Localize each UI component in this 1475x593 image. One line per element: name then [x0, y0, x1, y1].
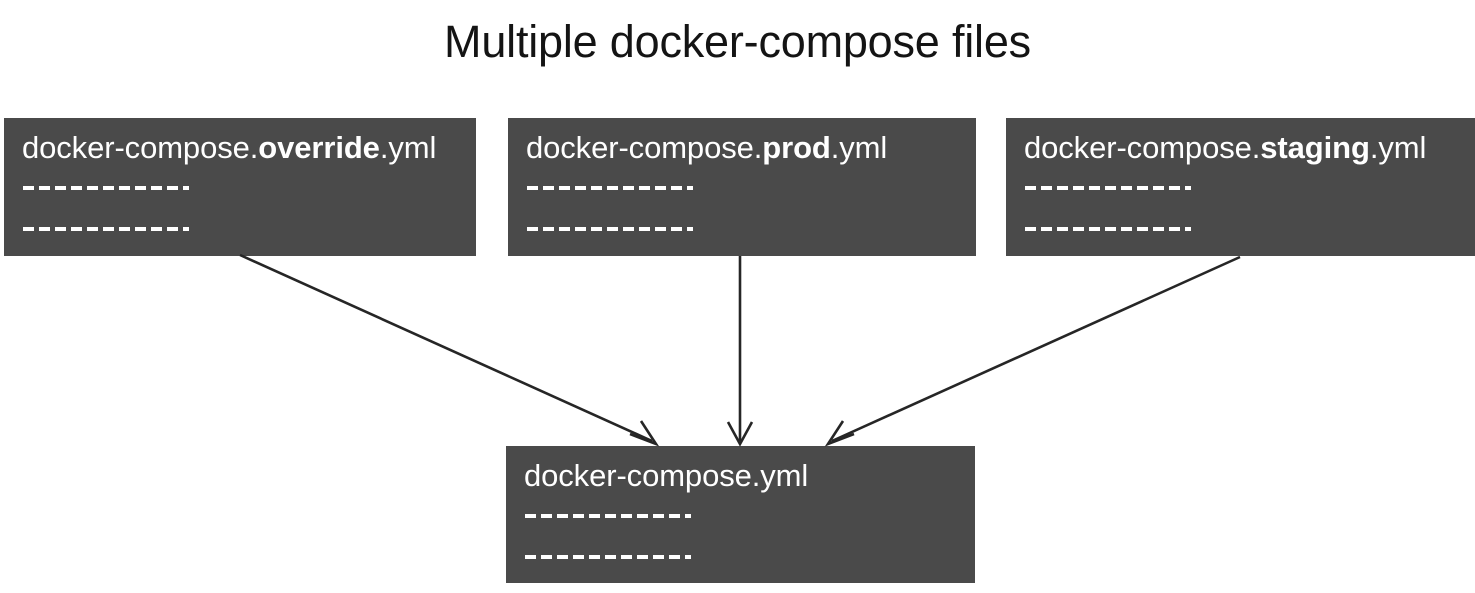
- filename-prefix: docker-compose.yml: [524, 458, 809, 493]
- file-card-override[interactable]: docker-compose.override.yml: [4, 118, 476, 256]
- filename-emphasis: override: [258, 130, 380, 165]
- file-card-staging[interactable]: docker-compose.staging.yml: [1006, 118, 1475, 256]
- file-card-staging-dash-line-2: [1025, 227, 1191, 231]
- file-card-base-dash-line-2: [525, 555, 691, 559]
- arrow-override-to-base: [239, 253, 660, 447]
- file-card-base-dash-line-1: [525, 514, 691, 518]
- filename-emphasis: staging: [1260, 130, 1370, 165]
- filename-prefix: docker-compose.: [526, 130, 763, 165]
- file-card-base[interactable]: docker-compose.yml: [506, 446, 975, 583]
- arrow-staging-to-base: [824, 255, 1241, 447]
- file-card-prod-dash-line-2: [527, 227, 693, 231]
- filename-prefix: docker-compose.: [22, 130, 259, 165]
- filename-prefix: docker-compose.: [1024, 130, 1261, 165]
- file-card-base-filename: docker-compose.yml: [524, 456, 808, 496]
- page-title: Multiple docker-compose files: [444, 16, 1031, 67]
- file-card-override-dash-line-2: [23, 227, 189, 231]
- filename-suffix: .yml: [1369, 130, 1427, 165]
- filename-suffix: .yml: [830, 130, 888, 165]
- file-card-override-dash-line-1: [23, 186, 189, 190]
- file-card-prod-filename: docker-compose.prod.yml: [526, 128, 887, 168]
- file-card-prod-dash-line-1: [527, 186, 693, 190]
- file-card-staging-filename: docker-compose.staging.yml: [1024, 128, 1426, 168]
- filename-emphasis: prod: [762, 130, 831, 165]
- file-card-staging-dash-line-1: [1025, 186, 1191, 190]
- file-card-prod[interactable]: docker-compose.prod.yml: [508, 118, 976, 256]
- file-card-override-filename: docker-compose.override.yml: [22, 128, 436, 168]
- filename-suffix: .yml: [379, 130, 437, 165]
- arrow-prod-to-base: [726, 256, 754, 447]
